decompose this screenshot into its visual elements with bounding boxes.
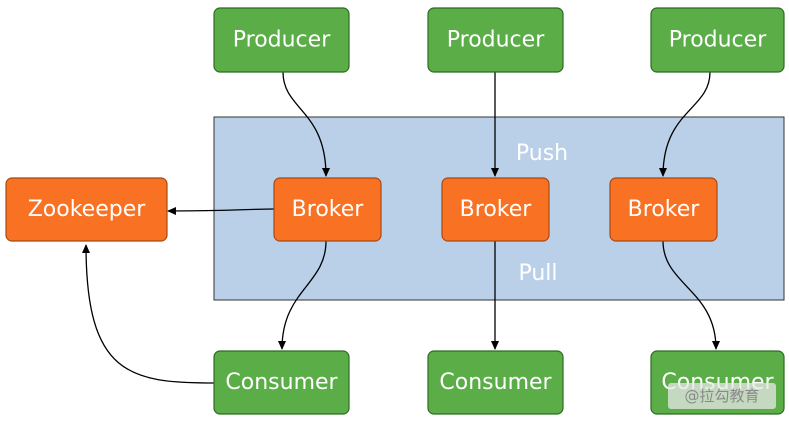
watermark-label: @拉勾教育 <box>684 387 759 405</box>
zookeeper-label: Zookeeper <box>28 197 147 222</box>
edge-broker-3-to-consumer-3 <box>662 240 720 350</box>
consumer-node-2: Consumer <box>427 350 564 415</box>
producer-label-3: Producer <box>669 28 767 53</box>
edge-consumer-1-to-zookeeper <box>82 244 215 384</box>
edge-producer-1-to-broker-1 <box>282 71 330 177</box>
producer-label-1: Producer <box>233 28 331 53</box>
broker-label-1: Broker <box>292 197 365 222</box>
broker-node-1: Broker <box>273 177 382 242</box>
producer-label-2: Producer <box>447 28 545 53</box>
producer-node-1: Producer <box>213 7 350 73</box>
broker-node-3: Broker <box>609 177 718 242</box>
consumer-node-1: Consumer <box>213 350 350 415</box>
broker-label-3: Broker <box>628 197 701 222</box>
edge-producer-3-to-broker-3 <box>659 71 711 177</box>
producer-node-3: Producer <box>650 7 785 73</box>
pull-label: Pull <box>518 261 557 286</box>
edge-broker-1-to-zookeeper <box>167 206 275 215</box>
push-label: Push <box>516 141 568 166</box>
edge-broker-1-to-consumer-1 <box>278 240 327 350</box>
consumer-label-1: Consumer <box>225 370 338 395</box>
broker-label-2: Broker <box>460 197 533 222</box>
broker-node-2: Broker <box>441 177 550 242</box>
producer-node-2: Producer <box>427 7 564 73</box>
consumer-label-2: Consumer <box>439 370 552 395</box>
zookeeper-node: Zookeeper <box>5 177 168 242</box>
watermark: @拉勾教育 <box>668 383 776 409</box>
